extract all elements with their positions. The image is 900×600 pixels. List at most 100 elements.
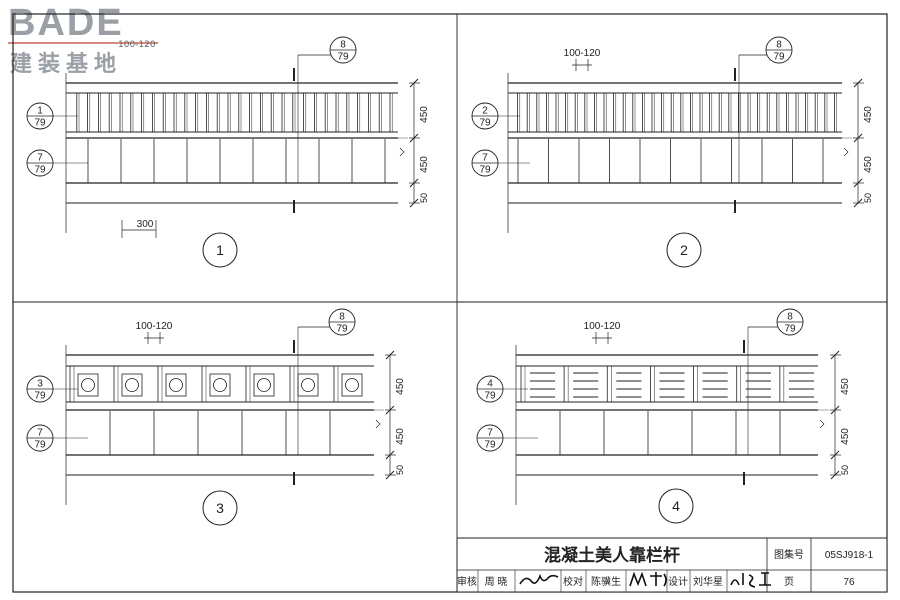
break-symbol	[375, 419, 381, 429]
ring-ornament	[301, 378, 315, 392]
section-callout-top: 8	[340, 40, 346, 51]
dimension-slash	[830, 470, 840, 480]
base-callout: 779	[26, 149, 54, 177]
panel-number-circle	[202, 232, 238, 268]
section-callout-top: 8	[776, 40, 782, 51]
panel-number: 2	[680, 242, 688, 258]
ring-frame	[77, 373, 99, 397]
dimension-slash	[409, 178, 419, 188]
base-callout: 779	[26, 424, 54, 452]
height-dimension-upper: 450	[840, 378, 851, 395]
ring-frame	[253, 373, 275, 397]
review-signature	[519, 573, 559, 585]
logo-divider	[8, 42, 158, 44]
base-callout-top: 7	[37, 428, 43, 439]
ring-frame	[341, 373, 363, 397]
section-callout-bottom: 79	[784, 324, 796, 335]
logo-subtitle: 建装基地	[10, 52, 123, 77]
ring-ornament	[169, 378, 183, 392]
design-signature	[730, 572, 771, 588]
dimension-slash	[830, 405, 840, 415]
section-callout-bottom: 79	[336, 324, 348, 335]
base-callout-bottom: 79	[34, 440, 46, 451]
section-callout: 879	[765, 36, 793, 64]
atlas-label: 图集号	[774, 548, 804, 561]
height-dimension-upper: 450	[419, 106, 430, 123]
ring-frame	[165, 373, 187, 397]
detail-callout: 379	[26, 375, 54, 403]
page-number: 76	[843, 577, 855, 588]
height-dimension-lower: 450	[863, 156, 874, 173]
section-callout-top: 8	[787, 312, 793, 323]
ring-ornament	[81, 378, 95, 392]
check-name: 陈骥生	[591, 575, 621, 588]
dimension-slash	[385, 350, 395, 360]
section-callout: 879	[776, 308, 804, 336]
panel-number: 4	[672, 498, 680, 514]
panel-number-circle	[666, 232, 702, 268]
base-callout-bottom: 79	[34, 165, 46, 176]
section-callout-bottom: 79	[773, 52, 785, 63]
dimension-slash	[853, 78, 863, 88]
section-callout-bottom: 79	[337, 52, 349, 63]
height-dimension-lower: 450	[419, 156, 430, 173]
section-callout: 879	[329, 36, 357, 64]
break-symbol	[399, 147, 405, 157]
detail-callout: 279	[471, 102, 499, 130]
spacing-dimension-label: 100-120	[564, 48, 601, 59]
detail-callout-top: 4	[487, 379, 493, 390]
dimension-slash	[385, 470, 395, 480]
detail-callout-top: 3	[37, 379, 43, 390]
ring-frame	[121, 373, 143, 397]
height-dimension-base: 50	[395, 465, 405, 475]
panel-number: 3	[216, 500, 224, 516]
spacing-dimension-label: 100-120	[584, 321, 621, 332]
base-callout-bottom: 79	[484, 440, 496, 451]
detail-callout-top: 2	[482, 106, 488, 117]
dimension-slash	[385, 405, 395, 415]
bade-logo: BADE 100-120 建装基地	[8, 2, 158, 77]
ring-ornament	[213, 378, 227, 392]
section-callout-top: 8	[339, 312, 345, 323]
detail-callout-bottom: 79	[34, 391, 46, 402]
height-dimension-lower: 450	[840, 428, 851, 445]
detail-callout-top: 1	[37, 106, 43, 117]
dimension-slash	[409, 133, 419, 143]
detail-callout-bottom: 79	[34, 118, 46, 129]
height-dimension-upper: 450	[395, 378, 406, 395]
height-dimension-base: 50	[419, 193, 429, 203]
panel-number-circle	[658, 488, 694, 524]
page-label: 页	[784, 576, 794, 588]
break-symbol	[819, 419, 825, 429]
detail-callout: 179	[26, 102, 54, 130]
base-callout: 779	[476, 424, 504, 452]
dimension-slash	[385, 450, 395, 460]
dimension-slash	[830, 450, 840, 460]
check-signature	[629, 571, 667, 587]
logo-mark: 100-120	[118, 40, 156, 50]
check-label: 校对	[563, 575, 583, 588]
ring-frame	[209, 373, 231, 397]
panel-number: 1	[216, 242, 224, 258]
dimension-slash	[853, 178, 863, 188]
spacing-dimension-label: 300	[137, 219, 154, 230]
height-dimension-base: 50	[863, 193, 873, 203]
base-callout-top: 7	[37, 153, 43, 164]
sheet-frame	[12, 13, 888, 593]
dimension-slash	[853, 133, 863, 143]
logo-brand: BADE	[8, 2, 124, 44]
title-block: 混凝土美人靠栏杆 图集号 05SJ918-1 审核 周 晓 校对 陈骥生 设计 …	[456, 537, 888, 593]
review-name: 周 晓	[485, 576, 508, 588]
base-callout-bottom: 79	[479, 165, 491, 176]
ring-ornament	[257, 378, 271, 392]
base-callout: 779	[471, 149, 499, 177]
review-label: 审核	[457, 575, 477, 588]
ring-ornament	[125, 378, 139, 392]
section-callout: 879	[328, 308, 356, 336]
drawing-title: 混凝土美人靠栏杆	[544, 545, 680, 565]
